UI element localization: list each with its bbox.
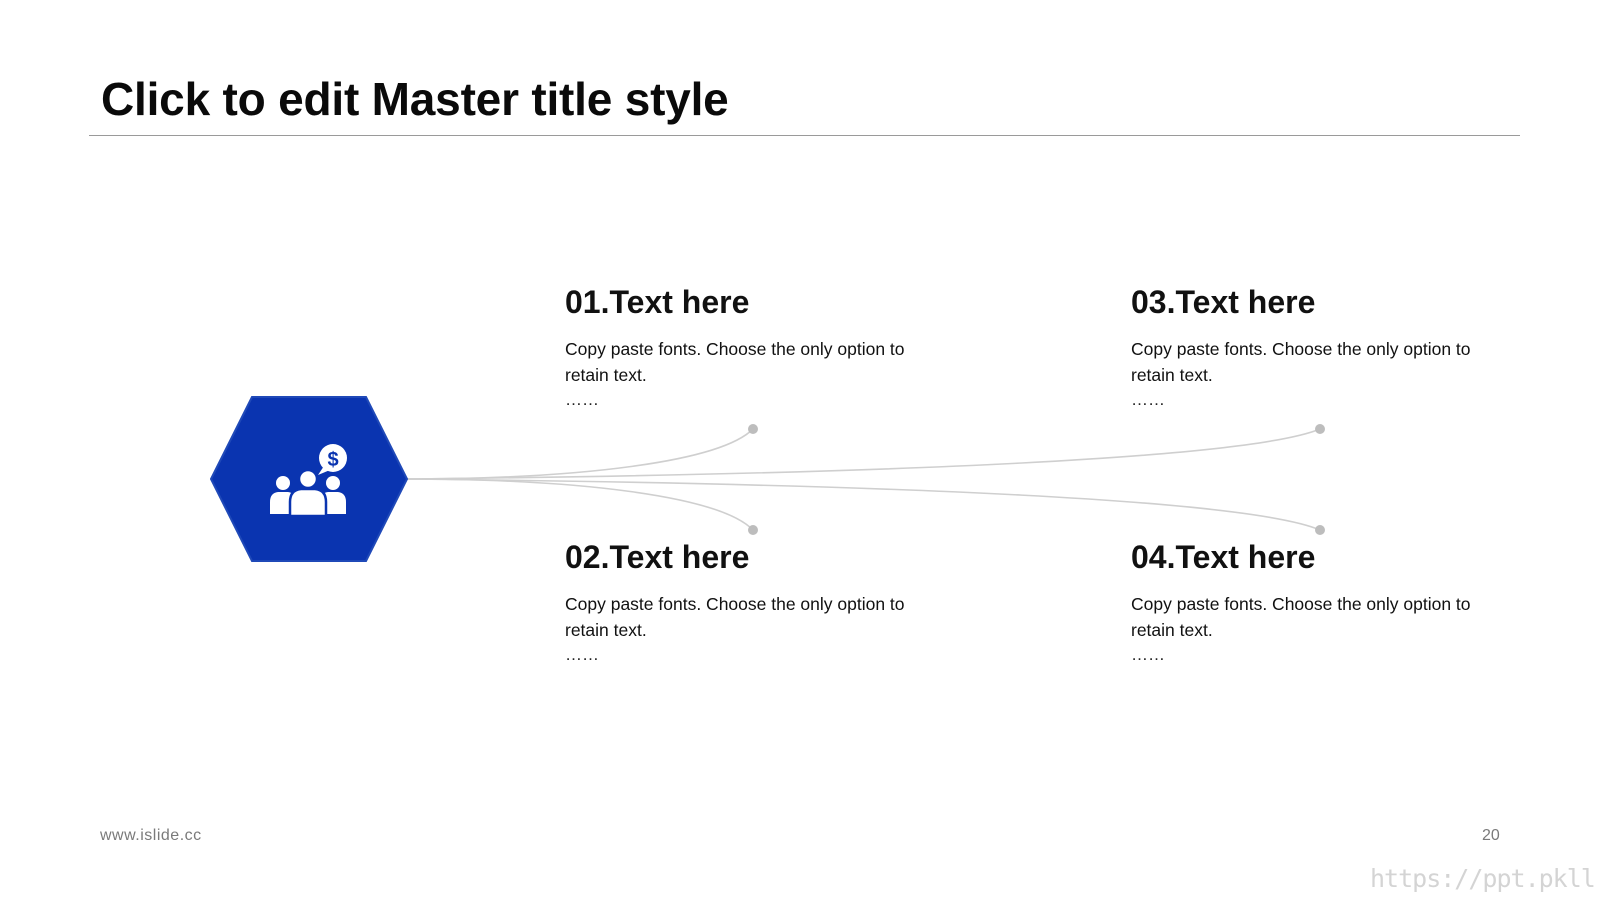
connector-line-04: [403, 478, 1321, 531]
item-ellipsis: ……: [565, 390, 599, 409]
item-ellipsis: ……: [1131, 645, 1165, 664]
item-description[interactable]: Copy paste fonts. Choose the only option…: [565, 594, 905, 640]
page-number: 20: [1482, 827, 1500, 844]
watermark: https://ppt.pkll.de: [1370, 864, 1600, 893]
dollar-sign-glyph: $: [327, 449, 338, 471]
hub-hexagon[interactable]: $: [210, 396, 408, 562]
connector-dot-04: [1315, 525, 1325, 535]
item-description[interactable]: Copy paste fonts. Choose the only option…: [1131, 339, 1471, 385]
item-ellipsis: ……: [1131, 390, 1165, 409]
item-03: 03.Text here Copy paste fonts. Choose th…: [1131, 282, 1511, 410]
item-title[interactable]: 02.Text here: [565, 539, 750, 575]
connector-line-03: [403, 428, 1321, 480]
item-description[interactable]: Copy paste fonts. Choose the only option…: [1131, 594, 1471, 640]
item-description[interactable]: Copy paste fonts. Choose the only option…: [565, 339, 905, 385]
connector-line-01: [403, 428, 754, 480]
title-divider: [89, 135, 1520, 136]
item-title[interactable]: 03.Text here: [1131, 284, 1316, 320]
item-title[interactable]: 04.Text here: [1131, 539, 1316, 575]
connector-dot-01: [748, 424, 758, 434]
slide-title[interactable]: Click to edit Master title style: [101, 73, 729, 125]
connector-line-02: [403, 478, 754, 531]
item-title[interactable]: 01.Text here: [565, 284, 750, 320]
people-dollar-icon: [270, 444, 347, 518]
connector-dot-02: [748, 525, 758, 535]
footer-url: www.islide.cc: [100, 827, 202, 844]
item-01: 01.Text here Copy paste fonts. Choose th…: [565, 282, 945, 410]
connector-dot-03: [1315, 424, 1325, 434]
item-02: 02.Text here Copy paste fonts. Choose th…: [565, 537, 945, 665]
item-04: 04.Text here Copy paste fonts. Choose th…: [1131, 537, 1511, 665]
item-ellipsis: ……: [565, 645, 599, 664]
